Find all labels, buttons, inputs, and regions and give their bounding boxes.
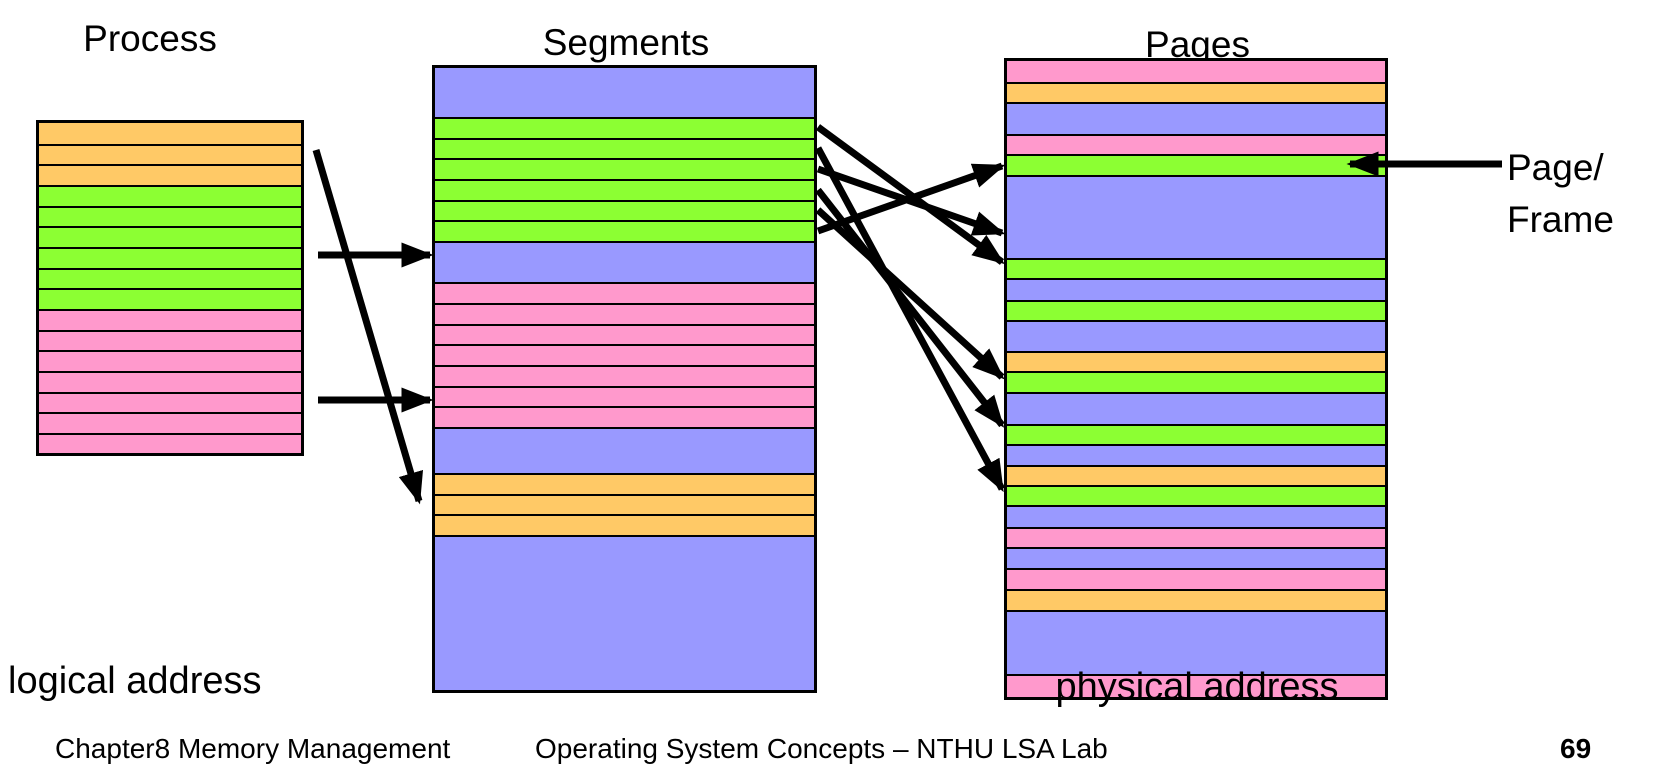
pages-stripe-green [1007,424,1385,444]
process-stripe-green [39,288,301,309]
process-stripe-pink [39,350,301,371]
segments_to_pages-arrow [815,187,1005,428]
segments-stripe-pink [435,386,814,406]
segments-stripe-orange [435,494,814,514]
segments-stripe-pink [435,344,814,365]
pages-stripe-blue [1007,278,1385,300]
pages-stripe-green [1007,300,1385,320]
segments-stripe-green [435,158,814,179]
process-stripe-pink [39,412,301,433]
segments-stripe-pink [435,406,814,427]
pages-stripe-green [1007,485,1385,505]
segments-column [432,65,817,693]
segments-stripe-green [435,200,814,220]
footer-course: Operating System Concepts – NTHU LSA Lab [535,733,1108,764]
process_to_segments-arrow [312,149,424,505]
segments_to_pages-arrow [815,207,1005,380]
footer-chapter: Chapter8 Memory Management [55,733,451,764]
segments-stripe-pink [435,365,814,386]
segments-stripe-green [435,179,814,200]
pages-stripe-blue [1007,175,1385,258]
pages-stripe-green [1007,154,1385,175]
physical-address-label: physical address [1055,666,1339,708]
segments-stripe-orange [435,514,814,535]
segments-stripe-green [435,138,814,158]
pages-stripe-green [1007,258,1385,278]
pages-column [1004,58,1388,700]
pages-stripe-pink [1007,134,1385,154]
pages-stripe-orange [1007,589,1385,610]
segments-stripe-blue [435,535,814,690]
pages-stripe-blue [1007,444,1385,465]
pages-stripe-blue [1007,505,1385,527]
process-stripe-green [39,226,301,247]
segments-stripe-green [435,117,814,138]
process-stripe-green [39,247,301,268]
process-column [36,120,304,456]
segments_to_pages-arrow [816,162,1006,235]
logical-address-label: logical address [8,660,262,702]
process-stripe-orange [39,144,301,164]
page-frame-label-line2: Frame [1507,199,1614,240]
process-stripe-pink [39,392,301,412]
pages-stripe-blue [1007,547,1385,568]
segments_to_pages-arrow [815,124,1005,265]
pages-stripe-blue [1007,392,1385,424]
process-stripe-green [39,206,301,226]
process-stripe-pink [39,371,301,392]
pages-stripe-blue [1007,102,1385,134]
segments-stripe-blue [435,68,814,117]
pages-stripe-pink [1007,568,1385,589]
pages-stripe-blue [1007,320,1385,351]
segments-stripe-pink [435,303,814,324]
process-stripe-orange [39,164,301,185]
segments-stripe-green [435,220,814,241]
process-stripe-pink [39,309,301,330]
segments-stripe-blue [435,427,814,473]
segments-stripe-pink [435,282,814,303]
process-stripe-green [39,268,301,288]
footer-page-number: 69 [1560,733,1592,764]
pages-stripe-blue [1007,610,1385,674]
segments-title: Segments [542,22,710,63]
process-stripe-orange [39,123,301,144]
pages-stripe-orange [1007,351,1385,371]
segments_to_pages-arrow [816,165,1006,237]
process-stripe-pink [39,330,301,350]
segments_to_pages-arrow [814,146,1006,493]
process-stripe-pink [39,433,301,453]
process-title: Process [83,18,217,59]
segments-stripe-blue [435,241,814,282]
segments-stripe-pink [435,324,814,344]
process-stripe-green [39,185,301,206]
segments-stripe-orange [435,473,814,494]
pages-stripe-green [1007,371,1385,392]
page-frame-label-line1: Page/ [1507,147,1604,188]
pages-stripe-orange [1007,465,1385,485]
pages-stripe-pink [1007,674,1385,697]
pages-stripe-pink [1007,527,1385,547]
pages-stripe-orange [1007,82,1385,102]
pages-stripe-pink [1007,61,1385,82]
